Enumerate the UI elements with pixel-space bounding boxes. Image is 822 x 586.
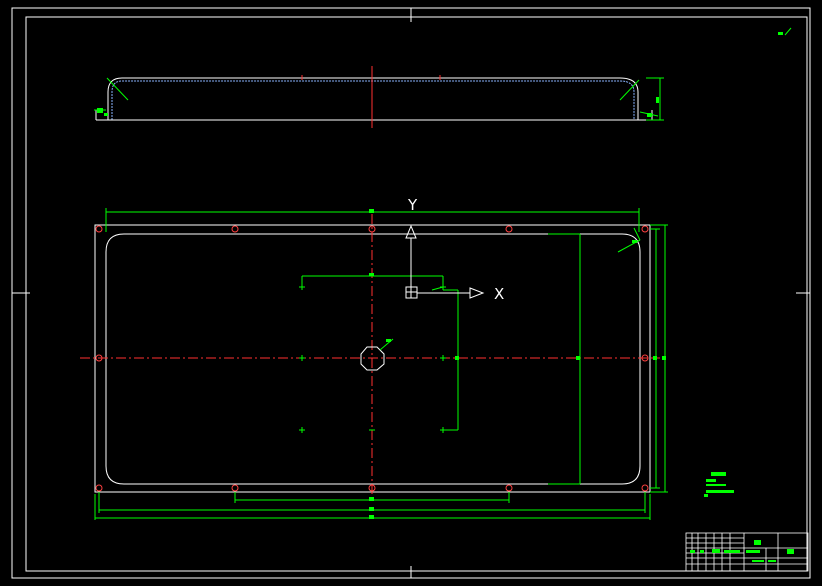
section-view bbox=[94, 66, 664, 128]
ucs-x-label: X bbox=[494, 285, 504, 303]
ucs-y-label: Y bbox=[407, 196, 418, 214]
title-block-text bbox=[690, 540, 794, 562]
drawing-frame bbox=[11, 7, 811, 579]
dimension-lines bbox=[94, 208, 668, 520]
technical-notes bbox=[704, 472, 734, 497]
mounting-holes bbox=[95, 225, 649, 492]
dimension-text-marks bbox=[369, 209, 666, 519]
ucs-axis-icon bbox=[405, 224, 485, 299]
corner-mark bbox=[778, 27, 792, 36]
octagon-hole-icon bbox=[360, 338, 394, 371]
plan-view bbox=[80, 214, 660, 500]
